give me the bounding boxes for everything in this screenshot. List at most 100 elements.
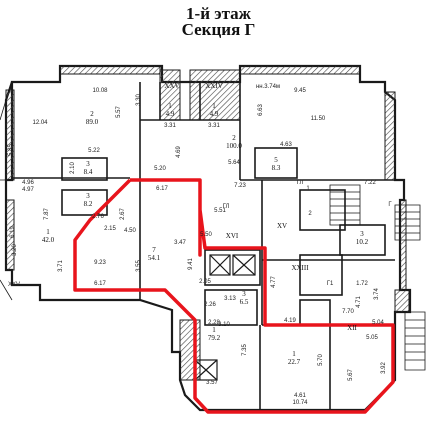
dimension-label: 3.30 <box>136 94 142 106</box>
dimension-label: 4.71 <box>356 296 362 308</box>
room-num-center-big: 2 <box>232 134 236 142</box>
plan-annotation: Г1 <box>327 281 334 287</box>
dimension-label: 5.50 <box>200 232 212 238</box>
dimension-label: 9.41 <box>188 258 194 270</box>
dimension-label: 7.87 <box>44 208 50 220</box>
room-area-bottom-center: 22.7 <box>288 358 301 366</box>
dimension-label: 5.64 <box>228 160 240 166</box>
dimension-label: 4.19 <box>284 318 296 324</box>
plan-annotation: XXV <box>8 282 20 288</box>
dimension-label: 9.23 <box>94 260 106 266</box>
room-label-xv: XV <box>277 222 287 230</box>
room-num-left-small: 3 <box>86 160 90 168</box>
plan-annotation: нн.3.74м <box>256 84 280 90</box>
dimension-label: 2.28 <box>208 320 220 326</box>
room-num-big-left: 2 <box>90 110 94 118</box>
dimension-label: 5.20 <box>154 166 166 172</box>
dimension-label: 2.67 <box>120 208 126 220</box>
room-num-bottom-center: 1 <box>292 350 296 358</box>
room-area-stair-1: 4.9 <box>166 110 175 118</box>
dimension-label: 7.22 <box>364 180 376 186</box>
dimension-label: 6.19 <box>10 226 16 238</box>
dimension-label: 4.63 <box>280 142 292 148</box>
room-num-right-upper: 5 <box>274 156 278 164</box>
dimension-label: 2.26 <box>204 302 216 308</box>
dimension-label: 4.69 <box>176 146 182 158</box>
stairs <box>0 99 426 371</box>
dimension-label: 7.70 <box>342 309 354 315</box>
dimension-label: 3.13 <box>224 296 236 302</box>
room-area-bottom-left: 79.2 <box>208 334 221 342</box>
highlight-boundary <box>73 178 395 414</box>
dimension-label: 3.92 <box>381 362 387 374</box>
dimension-label: 3.31 <box>164 123 176 129</box>
room-num-stair-1: 1 <box>168 102 172 110</box>
plan-annotation: 1 <box>306 186 310 192</box>
plan-annotation: ГЛ <box>297 180 304 186</box>
dimension-label: 5.57 <box>116 106 122 118</box>
dimension-label: 6.63 <box>258 104 264 116</box>
dimension-label: 4.61 <box>294 393 306 399</box>
room-area-right-upper: 8.3 <box>272 164 281 172</box>
dimension-label: 4.96 <box>22 180 34 186</box>
dimension-label: 5.85 <box>8 144 14 156</box>
room-num-stair-2: 1 <box>212 102 216 110</box>
dimension-label: 5.51 <box>214 208 226 214</box>
dimension-label: 1.72 <box>356 281 368 287</box>
plan-annotation: Г <box>388 202 392 208</box>
dimension-label: 5.22 <box>88 148 100 154</box>
dimension-label: 5.04 <box>372 320 384 326</box>
floor-title: 1-й этаж <box>186 4 251 23</box>
dimension-label: 6.17 <box>94 281 106 287</box>
room-num-left-small-2: 3 <box>86 192 90 200</box>
dimension-label: 5.67 <box>348 369 354 381</box>
room-label-xxv: XXV <box>164 82 179 90</box>
elevators <box>194 254 256 381</box>
room-num-small-mid: 3 <box>242 290 246 298</box>
room-area-left-small-2: 8.2 <box>84 200 93 208</box>
dimension-label: 4.50 <box>124 228 136 234</box>
room-area-left-small: 8.4 <box>84 168 93 176</box>
room-labels: XXV XXIV 2 89.0 2 100.0 1 4.9 1 4.9 3 8.… <box>42 82 369 366</box>
dimension-label: 4.77 <box>271 276 277 288</box>
dimension-label: 2.05 <box>199 279 211 285</box>
dimension-label: 3.10 <box>218 322 230 328</box>
room-label-xvi: XVI <box>226 232 239 240</box>
room-area-center-big: 100.0 <box>226 142 242 150</box>
room-num-right-mid: 3 <box>360 230 364 238</box>
dimension-label: 3.31 <box>208 123 220 129</box>
dimension-label: 3.55 <box>136 260 142 272</box>
room-label-xii: XII <box>347 324 357 332</box>
dimension-label: 9.45 <box>294 88 306 94</box>
plan-annotation: ГЛ <box>223 204 230 210</box>
dimension-label: 4.97 <box>22 187 34 193</box>
room-label-xxiii: XXIII <box>291 264 309 272</box>
dimension-label: 2.10 <box>70 162 76 174</box>
room-area-big-left: 89.0 <box>86 118 99 126</box>
dimension-label: 5.05 <box>366 335 378 341</box>
dimension-label: 11.50 <box>311 116 326 122</box>
dimension-label: 6.17 <box>156 186 168 192</box>
dimension-label: 10.74 <box>292 400 308 406</box>
dimension-label: 12.04 <box>32 120 48 126</box>
dimension-label: 5.70 <box>318 354 324 366</box>
room-area-small-mid: 6.5 <box>240 298 249 306</box>
section-title: Секция Г <box>181 20 256 39</box>
dimension-label: 10.08 <box>92 88 108 94</box>
room-num-bottom-left: 1 <box>212 326 216 334</box>
room-area-stair-2: 4.9 <box>210 110 219 118</box>
dimension-label: 3.47 <box>174 240 186 246</box>
room-num-highlight-main: 7 <box>152 246 156 254</box>
dimension-label: 7.23 <box>234 183 246 189</box>
wall-hatching <box>5 65 410 381</box>
room-area-highlight-main: 54.1 <box>148 254 161 262</box>
room-num-left-wing: 1 <box>46 228 50 236</box>
dimension-label: 3.74 <box>374 288 380 300</box>
room-label-xxiv: XXIV <box>205 82 223 90</box>
plan-annotation: 2 <box>308 211 312 217</box>
dimension-label: 3.57 <box>206 380 218 386</box>
dimension-label: 3.71 <box>58 260 64 272</box>
dimension-label: 7.35 <box>242 344 248 356</box>
dimension-label: 2.76 <box>92 214 104 220</box>
